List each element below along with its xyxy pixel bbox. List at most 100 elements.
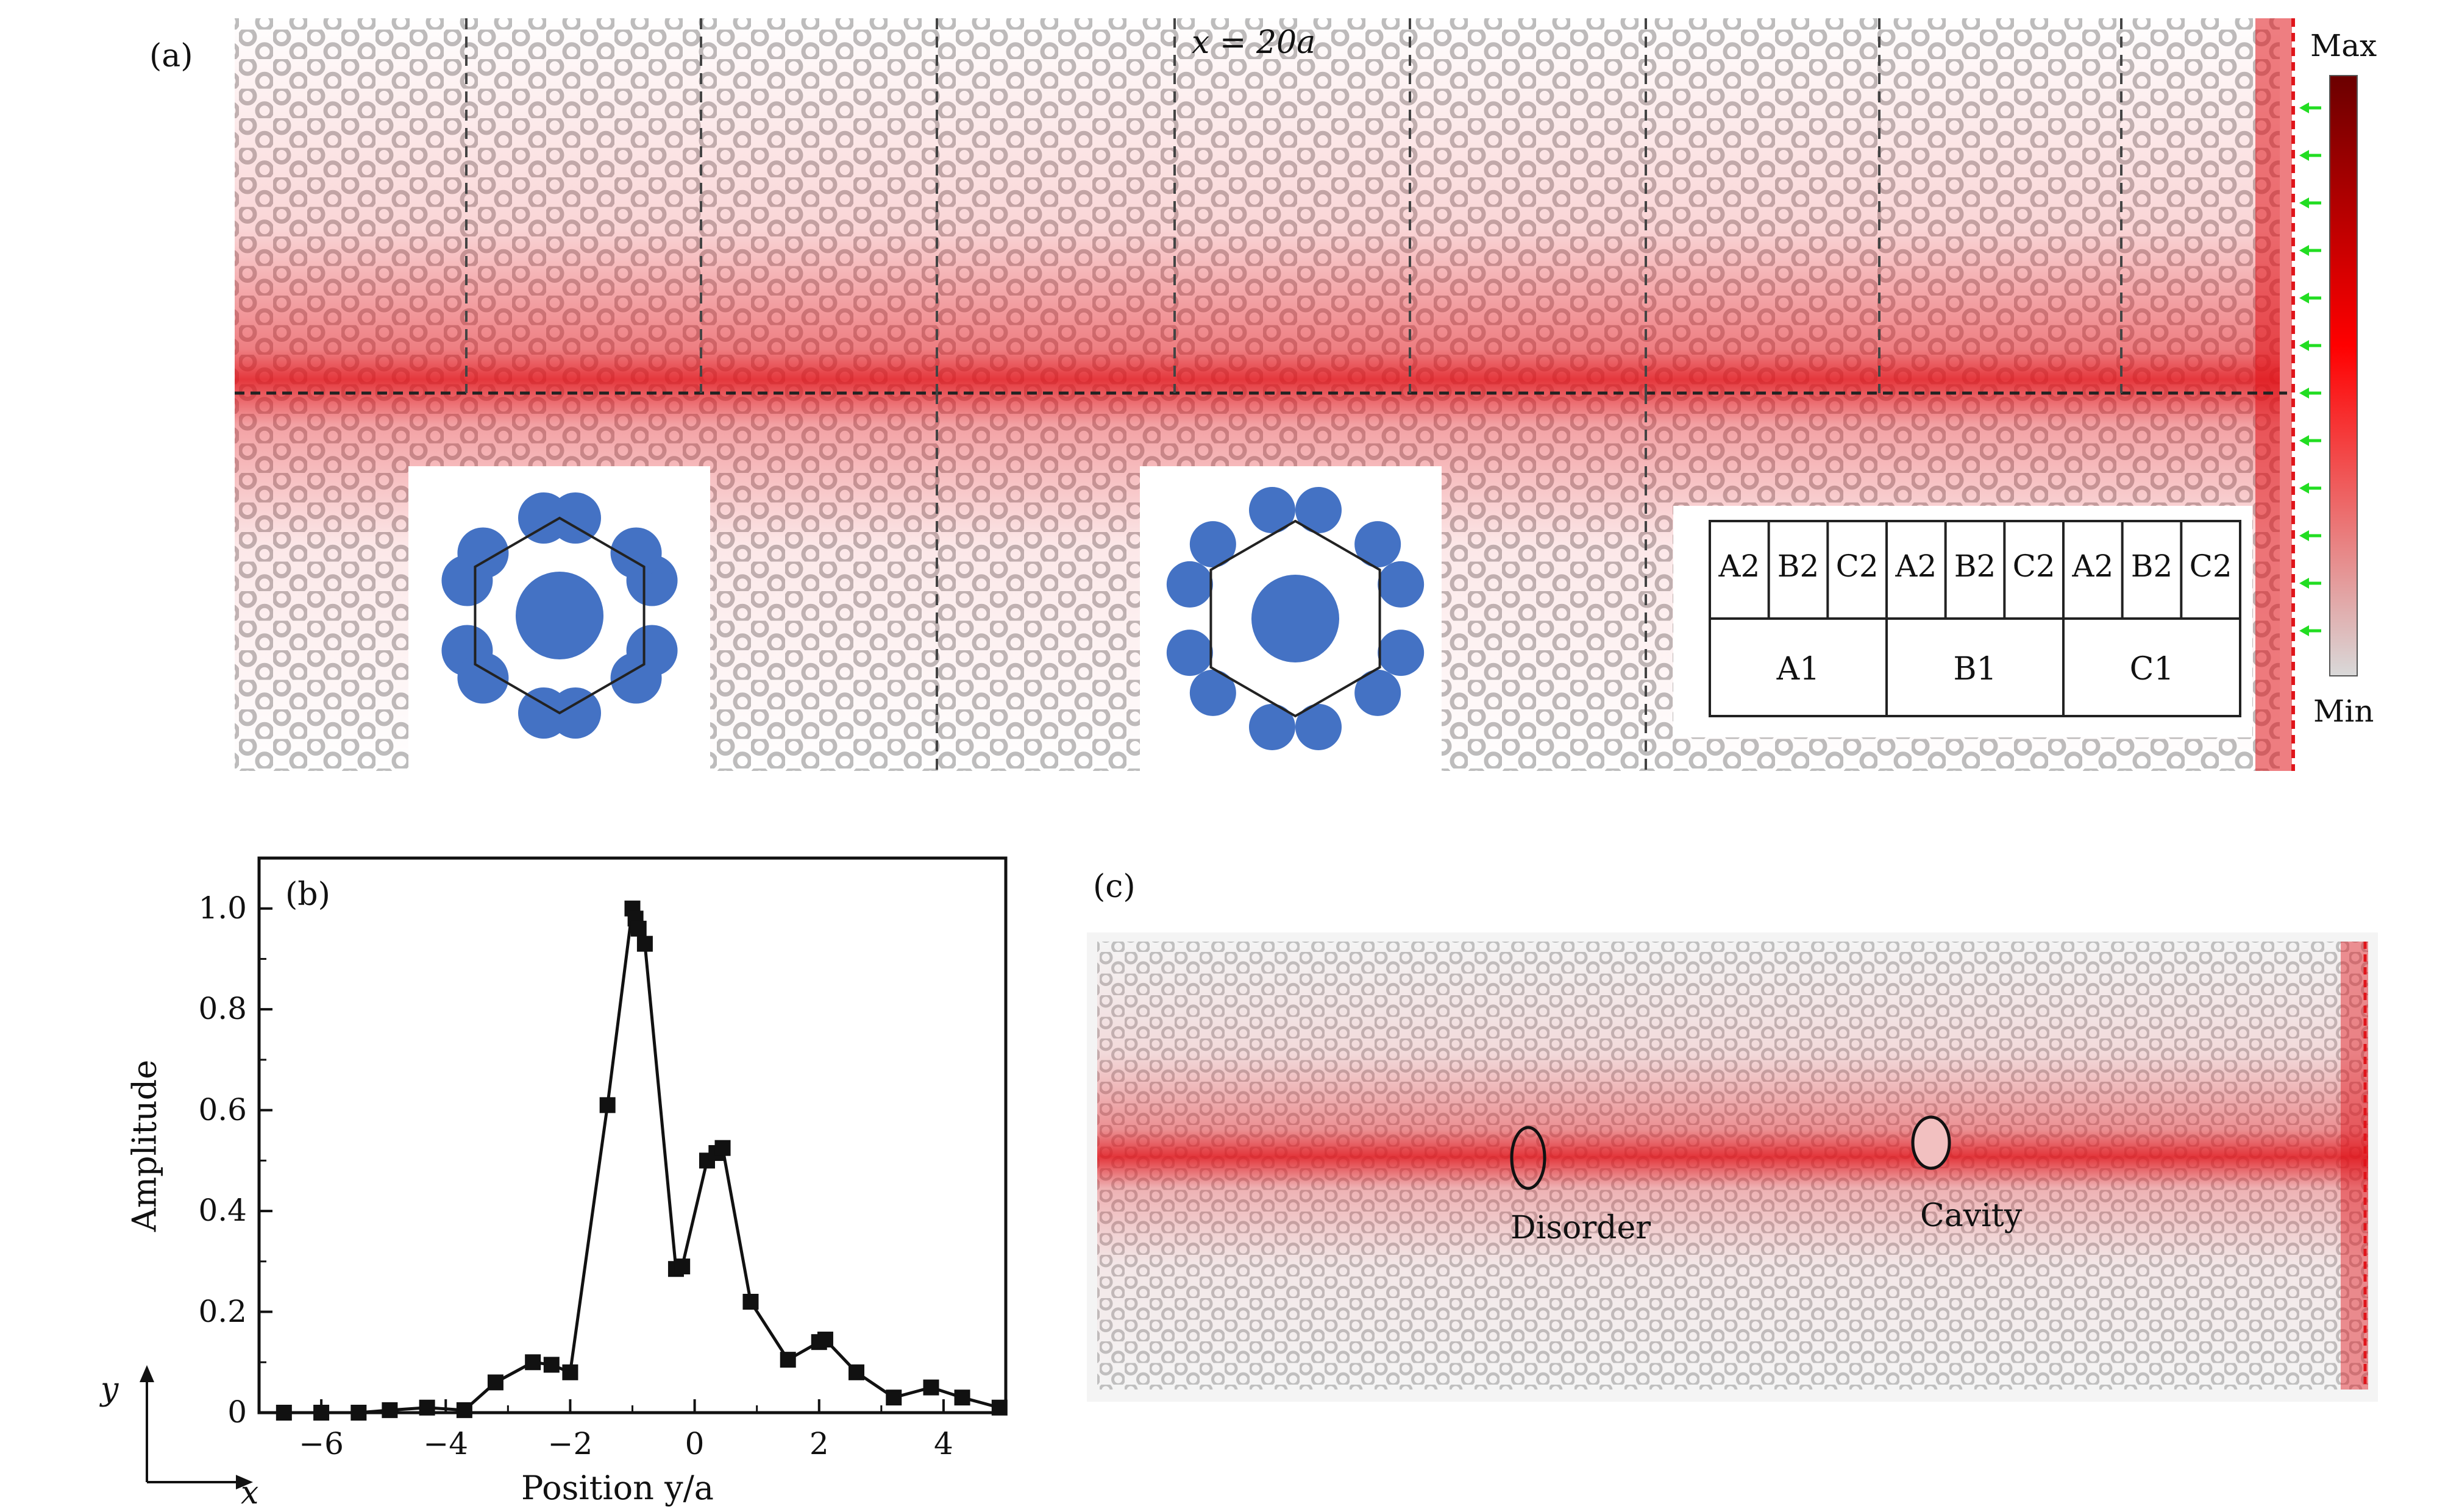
corner-rod [626,625,678,676]
sublattice-cell-top: B2 [1777,548,1820,584]
source-arrow [2299,625,2321,636]
glyph-y-label: y [101,1371,119,1408]
x-axis-label: Position y/a [521,1469,714,1507]
source-arrow [2299,197,2321,208]
colorbar-max-label: Max [2310,28,2377,63]
data-point [742,1294,759,1310]
data-point [525,1354,541,1371]
unit-cell-hexagon [1209,519,1381,718]
data-point [714,1140,731,1156]
sublattice-cell-top: A2 [1718,548,1760,584]
panel-a-label: (a) [149,38,193,74]
corner-rod [1295,704,1342,750]
source-arrow [2299,102,2321,113]
corner-rod [1249,704,1295,750]
data-point [456,1402,472,1418]
disorder-marker [1510,1126,1546,1190]
sublattice-cell-bottom: A1 [1776,651,1820,687]
sublattice-cell-top: A2 [1895,548,1937,584]
corner-rod [1166,561,1213,608]
corner-rod [518,492,569,544]
sublattice-cell-top: B2 [1954,548,1996,584]
glyph-x-label: x [241,1475,259,1511]
unit-cell-inset-2 [1140,466,1442,771]
y-tick-label: 0.2 [198,1293,247,1329]
x-tick-label: 0 [685,1426,705,1461]
colorbar-min-label: Min [2313,694,2374,729]
data-point [350,1405,367,1421]
corner-rod [1378,630,1425,676]
y-tick-label: 0.8 [198,991,247,1027]
data-point [382,1402,398,1418]
source-arrow [2299,530,2321,541]
sublattice-cell-top: C2 [1835,548,1879,584]
sublattice-cell-bottom: C1 [2129,651,2174,687]
x-tick-label: −4 [423,1426,469,1461]
source-arrows [2299,102,2321,636]
data-point [849,1364,864,1380]
panel-b-label: (b) [285,876,330,913]
x-tick-label: −6 [299,1426,344,1461]
corner-rod [1189,669,1236,716]
data-point [276,1405,292,1421]
corner-rod [441,555,493,606]
data-point [954,1390,970,1406]
corner-rod [1249,487,1295,533]
data-point [419,1399,435,1416]
y-tick-label: 0.6 [198,1091,247,1127]
source-arrow [2299,578,2321,589]
data-point [817,1332,833,1348]
source-arrow [2299,435,2321,446]
data-point [599,1097,616,1113]
data-point [886,1390,902,1406]
data-point [562,1364,578,1380]
data-point [636,935,653,952]
panel-c-label: (c) [1093,868,1136,905]
source-arrow [2299,150,2321,161]
source-arrow [2299,293,2321,303]
source-arrow [2299,483,2321,494]
data-point [313,1405,330,1421]
data-point [674,1258,691,1275]
cavity-marker [1911,1115,1951,1170]
data-point [780,1352,796,1368]
corner-rod [1189,521,1236,568]
corner-rod [610,527,662,579]
data-point [487,1374,503,1391]
y-tick-label: 1.0 [198,890,247,926]
sublattice-cell-top: C2 [2189,548,2232,584]
x-tick-label: −2 [547,1426,593,1461]
disorder-label: Disorder [1510,1210,1651,1246]
colorbar [2329,75,2358,676]
center-rod [1251,575,1339,662]
sublattice-cell-bottom: B1 [1953,651,1997,687]
sublattice-cell-top: C2 [2012,548,2055,584]
unit-cell-inset-1 [408,466,710,771]
data-point [543,1357,560,1373]
corner-rod [1354,669,1401,716]
cavity-label: Cavity [1920,1198,2023,1234]
source-arrow [2299,388,2321,399]
field-overlay-c [1097,942,2368,1390]
corner-rod [457,652,509,704]
photonic-crystal-field-map [235,18,2358,777]
y-tick-label: 0.4 [198,1193,247,1229]
position-annotation: x = 20a [1192,24,1316,61]
source-arrow [2299,340,2321,351]
center-rod [516,572,603,659]
corner-rod [550,687,601,739]
corner-rod [1295,487,1342,533]
sublattice-cell-top: A2 [2072,548,2114,584]
y-tick-label: 0 [227,1394,247,1430]
unit-cell-hexagon [474,516,646,715]
source-arrow [2299,245,2321,256]
corner-rod [1354,521,1401,568]
sublattice-table [1673,506,2252,737]
x-tick-label: 4 [934,1426,953,1461]
x-tick-label: 2 [809,1426,829,1461]
sublattice-cell-top: B2 [2130,548,2173,584]
data-point [630,920,647,937]
corner-rod [1378,561,1425,608]
